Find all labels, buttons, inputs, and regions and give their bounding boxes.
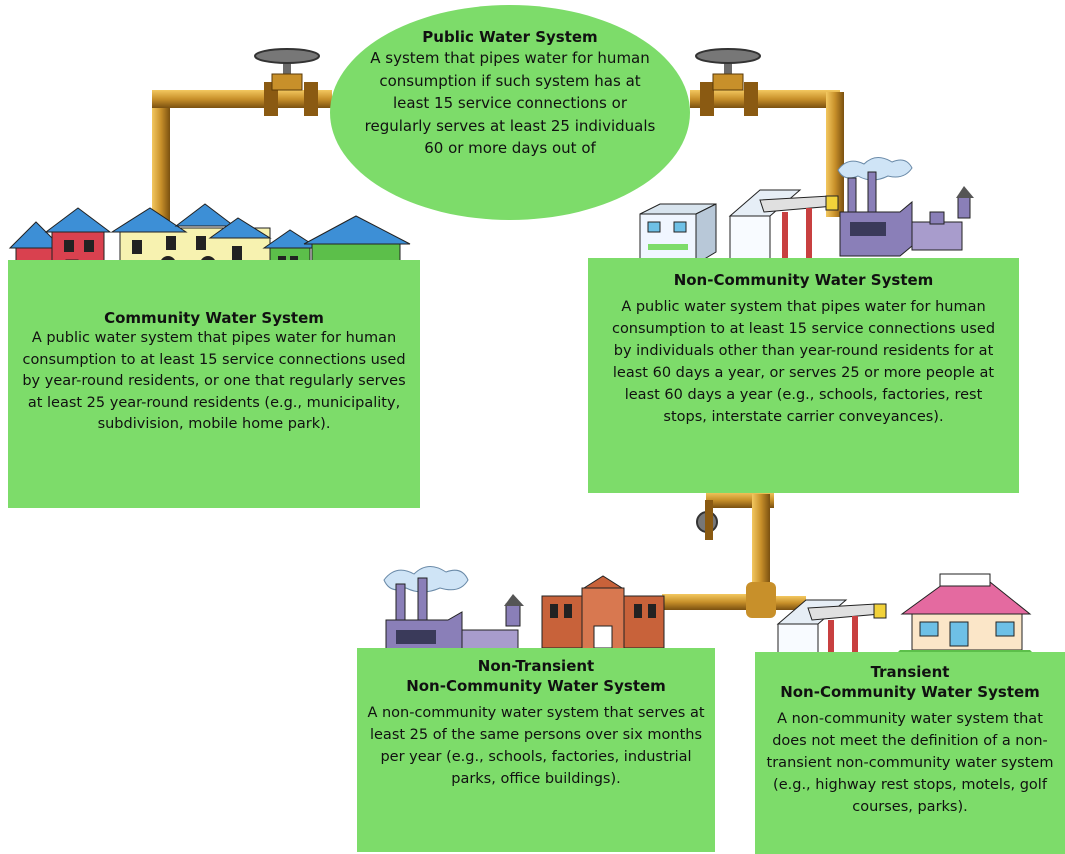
transient-water-system-node: Transient Non-Community Water System A n…	[755, 652, 1065, 854]
transient-title-line1: Transient	[870, 663, 950, 681]
noncommunity-text: A public water system that pipes water f…	[611, 299, 996, 425]
community-text: A public water system that pipes water f…	[22, 330, 406, 432]
left-valve-icon	[254, 48, 320, 91]
office-building-icon	[639, 203, 717, 265]
left-pipe	[152, 82, 332, 227]
bottom-valve-icon	[696, 500, 718, 540]
right-pipe	[690, 82, 844, 217]
transient-title-line2: Non-Community Water System	[780, 683, 1040, 701]
nontransient-title-line1: Non-Transient	[477, 657, 595, 675]
bottom-pipe	[662, 492, 806, 618]
public-title: Public Water System	[422, 28, 598, 46]
right-valve-icon	[695, 48, 761, 91]
non-community-water-system-node: Non-Community Water System A public wate…	[588, 258, 1019, 493]
non-transient-water-system-node: Non-Transient Non-Community Water System…	[357, 648, 715, 852]
noncommunity-title: Non-Community Water System	[673, 271, 934, 289]
community-water-system-node: Community Water System A public water sy…	[8, 260, 420, 508]
community-title: Community Water System	[104, 309, 324, 327]
factory-icon	[837, 157, 974, 257]
motel-icon	[890, 573, 1040, 660]
nontransient-text: A non-community water system that serves…	[367, 705, 705, 787]
public-text: A system that pipes water for human cons…	[364, 49, 656, 157]
nontransient-title-line2: Non-Community Water System	[406, 677, 666, 695]
school-icon	[541, 575, 665, 660]
transient-text: A non-community water system that does n…	[766, 711, 1054, 815]
public-water-system-node: Public Water System A system that pipes …	[330, 5, 690, 220]
